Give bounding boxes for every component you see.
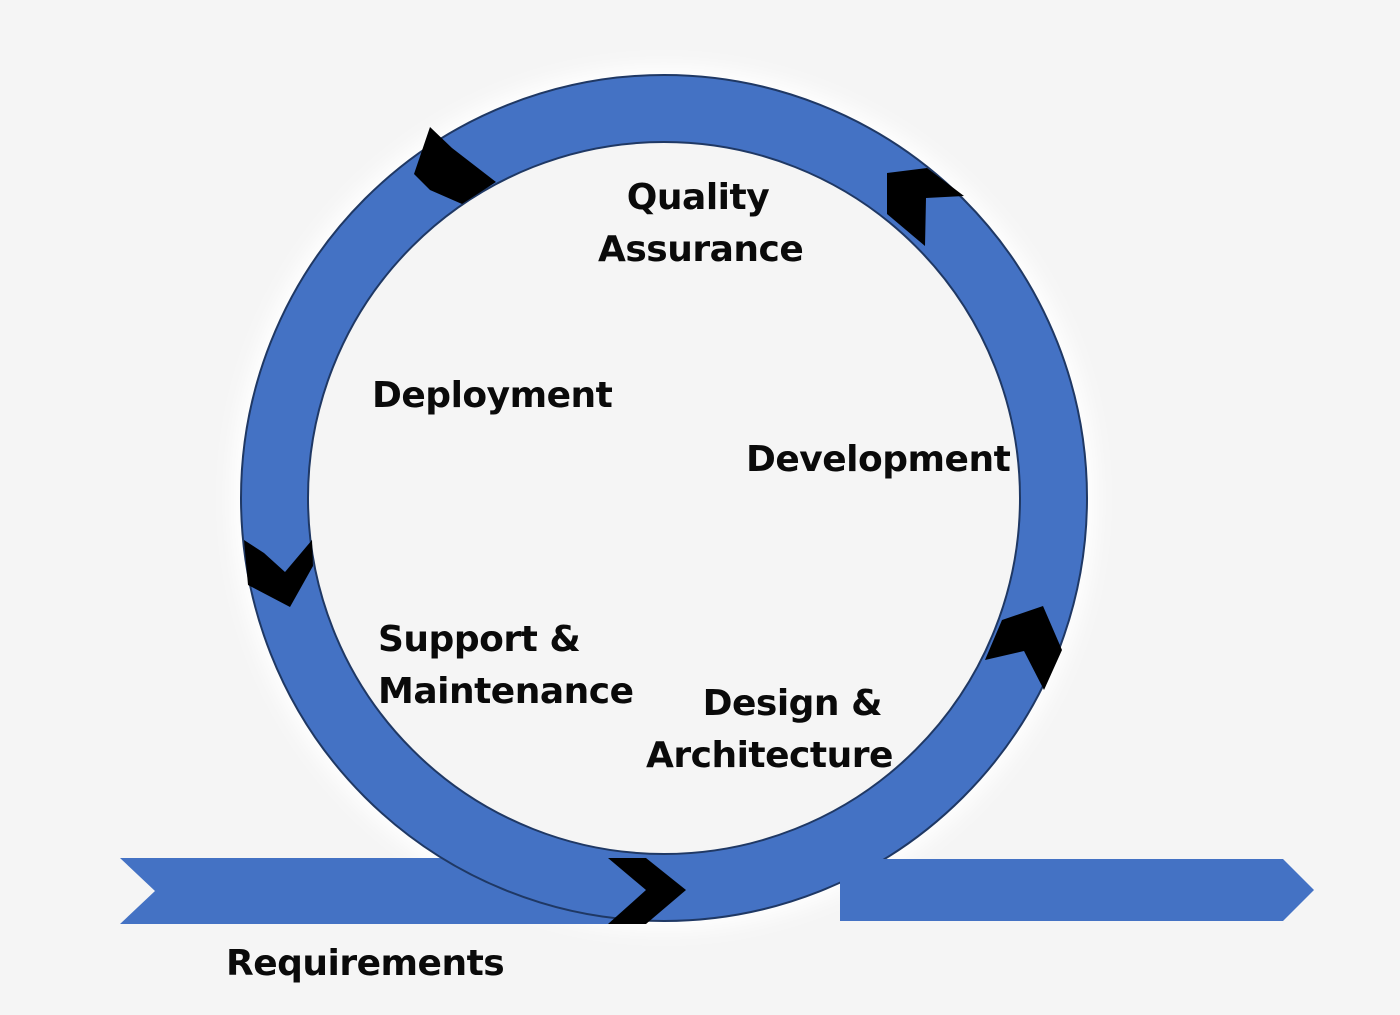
qa-line1: Quality	[626, 177, 770, 218]
requirements-band-right	[840, 859, 1314, 921]
requirements-text: Requirements	[226, 943, 505, 984]
design-line2: Architecture	[646, 735, 893, 776]
stage-label-support-maintenance: Support & Maintenance	[378, 614, 634, 718]
qa-line2: Assurance	[598, 229, 804, 270]
support-line1: Support &	[378, 619, 581, 660]
cycle-ring-inner	[307, 141, 1021, 855]
chevron-arrow-icon	[244, 127, 1062, 924]
stage-label-deployment: Deployment	[372, 370, 613, 422]
stage-label-requirements: Requirements	[226, 938, 505, 990]
chevron-left-lower	[244, 540, 313, 607]
stage-label-design-architecture: Design & Architecture	[646, 678, 893, 782]
stage-label-quality-assurance: Quality Assurance	[598, 172, 804, 276]
chevron-left-upper	[414, 127, 496, 204]
chevron-bottom	[608, 858, 686, 924]
chevron-right-upper	[887, 168, 964, 246]
deployment-text: Deployment	[372, 375, 613, 416]
support-line2: Maintenance	[378, 671, 634, 712]
chevron-right-lower	[985, 606, 1062, 690]
design-line1: Design &	[702, 683, 883, 724]
development-text: Development	[746, 439, 1011, 480]
stage-label-development: Development	[746, 434, 1011, 486]
